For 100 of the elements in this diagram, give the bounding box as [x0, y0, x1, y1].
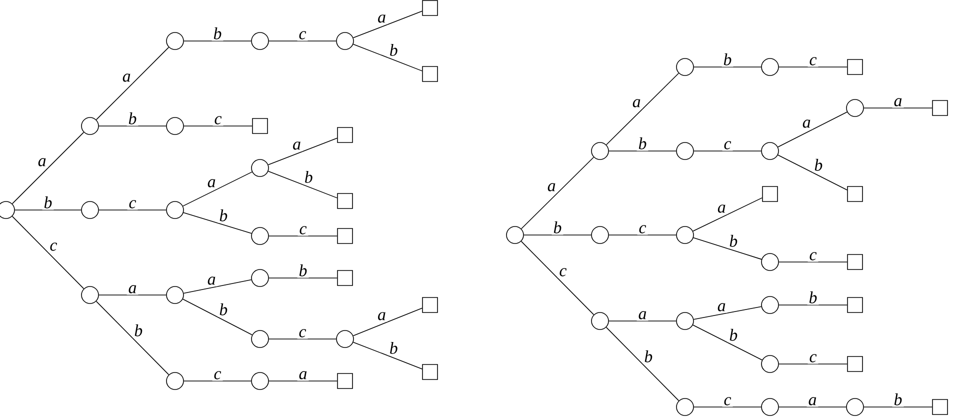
tree-edge — [268, 338, 336, 340]
edge-label: a — [800, 118, 812, 130]
edge-label: a — [892, 96, 904, 108]
tree-edge — [864, 406, 932, 408]
tree-edge — [12, 132, 84, 204]
edge-label: a — [120, 72, 132, 84]
tree-edge — [352, 342, 422, 370]
leaf-square — [762, 186, 778, 202]
tree-edge — [606, 72, 680, 146]
vertex-circle — [251, 227, 269, 245]
vertex-circle — [166, 372, 184, 390]
vertex-circle — [336, 32, 354, 50]
vertex-circle — [251, 372, 269, 390]
vertex-circle — [676, 142, 694, 160]
tree-edge — [184, 40, 252, 42]
vertex-circle — [761, 142, 779, 160]
tree-edge — [183, 279, 252, 294]
edge-label: c — [808, 352, 818, 364]
edge-label: b — [218, 302, 230, 317]
edge-label: a — [206, 178, 218, 189]
tree-edge — [692, 324, 762, 360]
vertex-circle — [251, 159, 269, 177]
tree-edge — [693, 237, 762, 260]
edge-label: c — [212, 370, 223, 381]
tree-edge — [268, 380, 338, 382]
leaf-square — [847, 356, 863, 372]
edge-label: a — [291, 140, 302, 152]
edge-label: c — [558, 266, 568, 278]
tree-edge — [692, 197, 762, 232]
edge-label: c — [48, 241, 59, 252]
edge-label: b — [42, 194, 54, 210]
edge-label: b — [297, 262, 309, 278]
edge-label: b — [552, 220, 564, 235]
leaf-square — [422, 66, 438, 82]
tree-edge — [694, 406, 762, 408]
tree-edge — [608, 320, 676, 322]
edge-label: b — [388, 340, 400, 356]
vertex-circle — [676, 226, 694, 244]
vertex-circle — [761, 253, 779, 271]
edge-label: b — [728, 327, 740, 342]
leaf-square — [422, 297, 438, 313]
tree-edge — [12, 216, 84, 290]
vertex-circle — [846, 398, 864, 416]
tree-edge — [778, 112, 848, 148]
tree-edge — [608, 234, 676, 236]
edge-label: c — [212, 114, 224, 126]
vertex-circle — [166, 32, 184, 50]
edge-label: a — [126, 284, 138, 295]
tree-edge — [694, 150, 762, 152]
edge-label: c — [297, 328, 308, 339]
leaf-square — [847, 254, 863, 270]
tree-edge — [606, 326, 680, 402]
vertex-circle — [251, 330, 269, 348]
edge-label: c — [127, 198, 138, 210]
vertex-circle — [846, 99, 864, 117]
leaf-square — [337, 270, 353, 286]
tree-edge — [608, 150, 676, 152]
edge-label: a — [376, 13, 388, 24]
edge-label: b — [302, 169, 314, 184]
vertex-circle — [676, 398, 694, 416]
edge-label: b — [218, 208, 230, 223]
edge-label: a — [636, 310, 648, 321]
leaf-square — [337, 193, 353, 209]
edge-label: b — [636, 136, 648, 151]
edge-label: b — [642, 348, 654, 364]
tree-edge — [778, 154, 848, 190]
edge-label: a — [376, 310, 388, 322]
edge-label: b — [892, 392, 904, 407]
edge-label: c — [722, 140, 733, 151]
vertex-circle — [166, 286, 184, 304]
tree-edge — [268, 40, 336, 42]
tree-edge — [693, 306, 762, 320]
leaf-square — [932, 399, 948, 415]
leaf-square — [847, 59, 863, 75]
tree-edge — [183, 212, 252, 234]
tree-edge — [96, 46, 170, 120]
edge-label: a — [36, 156, 48, 168]
edge-label: b — [388, 42, 400, 58]
vertex-circle — [251, 32, 269, 50]
tree-edge — [182, 298, 252, 336]
vertex-circle — [761, 296, 779, 314]
leaf-square — [337, 228, 353, 244]
tree-edge — [268, 138, 338, 166]
tree-edge — [520, 156, 594, 230]
tree-edge — [98, 294, 166, 296]
vertex-circle — [676, 312, 694, 330]
vertex-circle — [166, 117, 184, 135]
tree-edge — [694, 66, 762, 68]
edge-label: a — [716, 302, 728, 313]
leaf-square — [847, 297, 863, 313]
vertex-circle — [81, 286, 99, 304]
edge-label: c — [808, 250, 818, 262]
edge-label: b — [132, 322, 144, 338]
vertex-circle — [506, 226, 524, 244]
leaf-square — [422, 0, 438, 16]
edge-label: c — [722, 396, 733, 407]
vertex-circle — [166, 201, 184, 219]
edge-label: b — [728, 233, 740, 248]
edge-label: a — [206, 275, 218, 286]
tree-edge — [352, 44, 422, 72]
